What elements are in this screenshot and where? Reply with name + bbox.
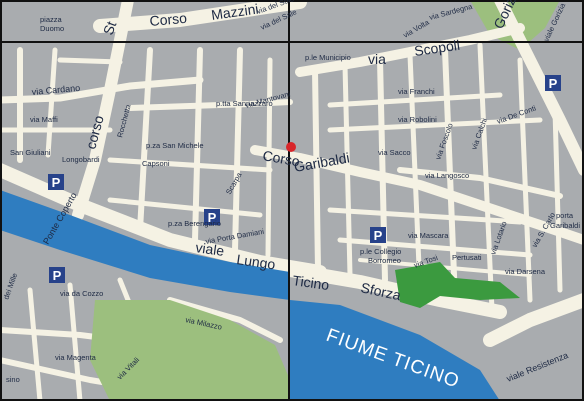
label-via-maffi: via Maffi [30, 115, 58, 124]
label-via-robolini: via Robolini [398, 115, 437, 124]
label-p-tta-sannazzaro: p.tta Sannazzaro [216, 99, 273, 108]
label-p-le-municipio: p.le Municipio [305, 53, 351, 62]
river-ticino-east [290, 300, 500, 401]
svg-text:P: P [549, 76, 558, 91]
label-corso-mazzini: Mazzini [210, 1, 259, 23]
label-sino: sino [6, 375, 20, 384]
label-via-capsoni: Capsoni [142, 159, 170, 168]
park-area-east [395, 262, 520, 308]
svg-text:P: P [53, 268, 62, 283]
label-lungo: Lungo [236, 251, 277, 272]
label-via-darsena: via Darsena [505, 267, 546, 276]
svg-text:P: P [208, 210, 217, 225]
label-p-za-san-michele: p.za San Michele [146, 141, 204, 150]
label-via-franchi: via Franchi [398, 87, 435, 96]
label-scopoli: Scopoli [413, 37, 461, 59]
parking-icon[interactable]: P [204, 209, 220, 225]
parking-symbols: P P P P P [48, 75, 561, 283]
svg-text:P: P [52, 175, 61, 190]
label-via-pertusati: Pertusati [452, 253, 482, 262]
parking-icon[interactable]: P [370, 227, 386, 243]
label-via-langosco: via Langosco [425, 171, 469, 180]
svg-text:P: P [374, 228, 383, 243]
label-porta-garibaldi: porta [556, 211, 574, 220]
label-p-le-collegio-borromeo: Borromeo [368, 256, 401, 265]
label-via-magenta: via Magenta [55, 353, 97, 362]
label-corso-mazzini: Corso [149, 10, 188, 29]
label-via-da-cozzo: via da Cozzo [60, 289, 103, 298]
river-ticino-west [0, 190, 290, 300]
label-via-scopoli: via [368, 51, 386, 67]
parking-icon[interactable]: P [48, 174, 64, 190]
label-via-longobardi: Longobardi [62, 155, 100, 164]
label-porta-garibaldi: Garibaldi [550, 221, 580, 230]
label-via-cardano: via Cardano [31, 83, 80, 97]
label-via-san-giuliani: San Giuliani [10, 148, 51, 157]
label-st: St [100, 19, 120, 37]
label-p-za-berengario: p.za Berengario [168, 219, 221, 228]
label-via-sacco: via Sacco [378, 148, 411, 157]
label-piazza-duomo: Duomo [40, 24, 64, 33]
label-viale-lungo: viale [195, 239, 226, 259]
label-p-le-collegio-borromeo: p.le Collegio [360, 247, 401, 256]
label-ticino: Ticino [292, 272, 331, 293]
location-marker[interactable] [286, 142, 296, 152]
parking-icon[interactable]: P [545, 75, 561, 91]
label-via-mascara: via Mascara [408, 231, 449, 240]
parking-icon[interactable]: P [49, 267, 65, 283]
park-area-south-bank [90, 300, 290, 401]
label-corso-garibaldi: Corso [261, 147, 301, 169]
label-piazza-duomo: piazza [40, 15, 63, 24]
